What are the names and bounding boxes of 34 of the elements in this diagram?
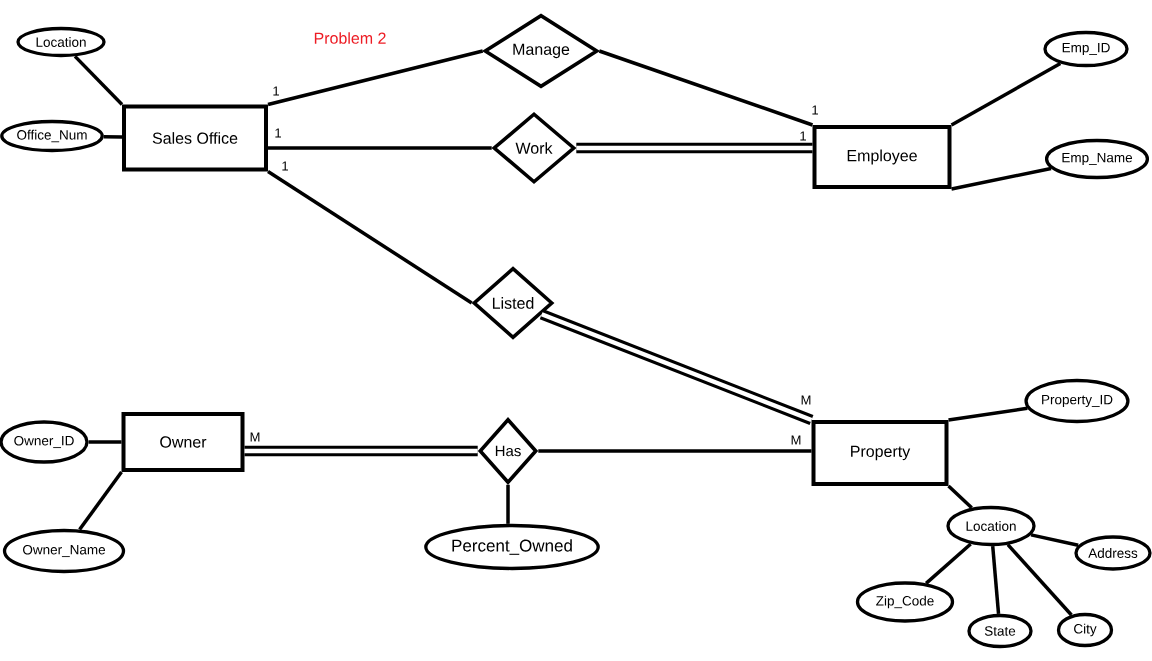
title: Problem 2 — [314, 32, 386, 44]
double-line — [244, 445, 478, 457]
entity-box: Sales Office — [122, 104, 268, 172]
connector-line — [990, 545, 1001, 614]
cardinality-label: 1 — [275, 128, 281, 138]
cardinality-label: 1 — [282, 161, 288, 171]
entity-box: Owner — [121, 412, 245, 472]
connector-line — [598, 49, 814, 127]
connector-line — [78, 470, 123, 531]
double-line — [576, 142, 813, 154]
cardinality-label: M — [801, 395, 811, 405]
connector-line — [267, 49, 484, 107]
connector-line — [1006, 543, 1073, 617]
entity-box: Employee — [812, 125, 952, 189]
cardinality-label: M — [250, 432, 260, 442]
connector-line — [268, 146, 492, 150]
connector-line — [88, 440, 122, 444]
connector-line — [924, 542, 972, 585]
connector-line — [506, 484, 510, 524]
connector-line — [73, 55, 124, 106]
entity-box: Property — [811, 420, 949, 486]
cardinality-label: 1 — [800, 131, 806, 141]
connector-line — [947, 484, 973, 510]
connector-line — [948, 406, 1028, 422]
cardinality-label: 1 — [812, 105, 818, 115]
cardinality-label: 1 — [273, 86, 279, 96]
double-line — [539, 309, 814, 425]
connector-line — [1030, 533, 1079, 547]
connector-line — [267, 170, 473, 305]
connector-line — [950, 61, 1062, 127]
connector-line — [103, 134, 123, 139]
cardinality-label: M — [791, 435, 801, 445]
connector-line — [951, 166, 1052, 191]
connector-line — [538, 449, 812, 453]
